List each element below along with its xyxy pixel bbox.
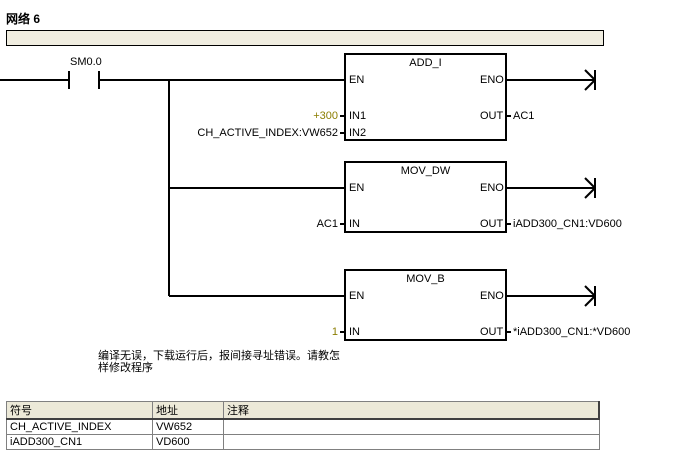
pin-en: EN [349, 290, 365, 302]
pin-out: OUT [480, 218, 504, 230]
cell-comment[interactable] [223, 434, 600, 450]
block-mov-dw [344, 161, 507, 233]
operand-in1[interactable]: +300 [313, 110, 338, 122]
cell-symbol[interactable]: iADD300_CN1 [6, 434, 153, 450]
contact-label[interactable]: SM0.0 [70, 56, 102, 68]
table-header-row: 符号 地址 注释 [6, 401, 600, 420]
pin-in1: IN1 [349, 110, 367, 122]
pin-in: IN [349, 218, 360, 230]
pin-eno: ENO [480, 290, 504, 302]
network-title: 网络 6 [6, 12, 41, 26]
block-name: MOV_B [406, 273, 445, 285]
operand-out[interactable]: iADD300_CN1:VD600 [513, 218, 622, 230]
operand-out[interactable]: *iADD300_CN1:*VD600 [513, 326, 631, 338]
operand-in[interactable]: AC1 [316, 218, 338, 230]
table-row: iADD300_CN1 VD600 [6, 434, 600, 450]
pin-in2: IN2 [349, 127, 367, 139]
column-header-address: 地址 [152, 401, 224, 420]
cell-comment[interactable] [223, 418, 600, 435]
operand-in[interactable]: 1 [331, 326, 338, 338]
cell-symbol[interactable]: CH_ACTIVE_INDEX [6, 418, 153, 435]
cell-address[interactable]: VD600 [152, 434, 224, 450]
coil-end-icons [584, 69, 596, 307]
block-add-i [344, 53, 507, 141]
pin-eno: ENO [480, 74, 504, 86]
symbol-table: 符号 地址 注释 CH_ACTIVE_INDEX VW652 iADD300_C… [6, 401, 600, 450]
block-mov-b [344, 269, 507, 341]
network-comment-field[interactable] [6, 30, 604, 46]
operand-out[interactable]: AC1 [513, 110, 535, 122]
pin-en: EN [349, 74, 365, 86]
column-header-comment: 注释 [223, 401, 600, 420]
pin-out: OUT [480, 326, 504, 338]
block-name: MOV_DW [400, 165, 451, 177]
question-note: 编译无误，下载运行后，报间接寻址错误。请教怎样修改程序 [98, 350, 340, 374]
block-name: ADD_I [409, 57, 442, 69]
operand-in2[interactable]: CH_ACTIVE_INDEX:VW652 [197, 127, 338, 139]
column-header-symbol: 符号 [6, 401, 153, 420]
pin-out: OUT [480, 110, 504, 122]
cell-address[interactable]: VW652 [152, 418, 224, 435]
pin-eno: ENO [480, 182, 504, 194]
table-row: CH_ACTIVE_INDEX VW652 [6, 418, 600, 435]
pin-en: EN [349, 182, 365, 194]
pin-in: IN [349, 326, 360, 338]
